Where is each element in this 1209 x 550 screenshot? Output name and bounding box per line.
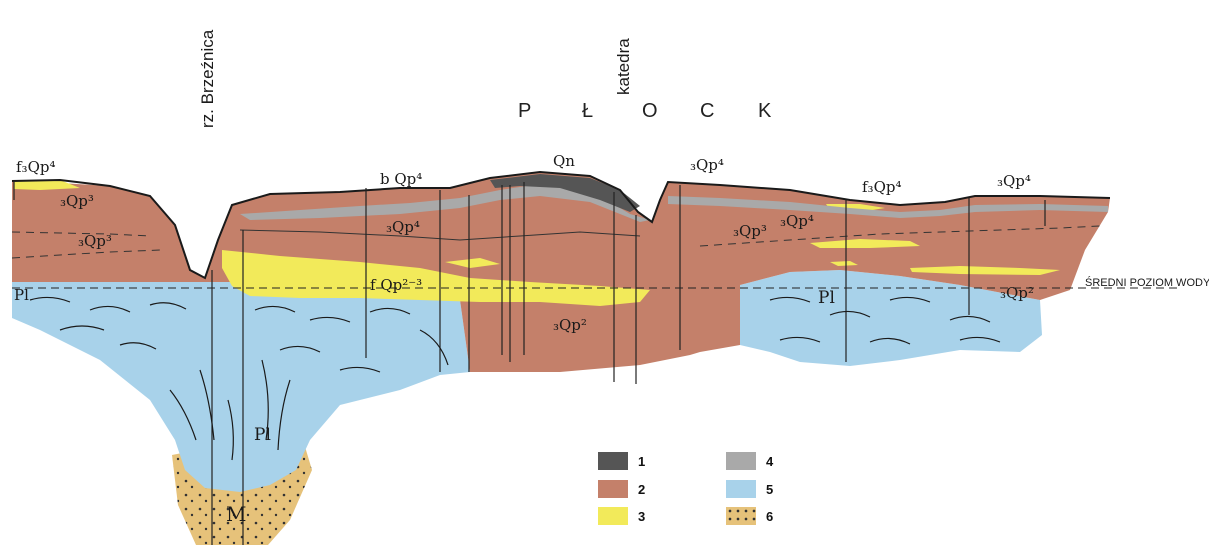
- legend-number: 5: [766, 482, 773, 497]
- legend-number: 6: [766, 509, 773, 524]
- legend-swatch-3: [598, 507, 628, 525]
- unit-label: Pl: [818, 288, 835, 308]
- unit-label: f Qp²⁻³: [370, 276, 422, 294]
- cathedral-label: katedra: [614, 38, 634, 95]
- unit-label: f₃Qp⁴: [16, 158, 55, 176]
- title-letter: C: [700, 100, 714, 123]
- unit-label: f₃Qp⁴: [862, 178, 901, 196]
- legend-number: 3: [638, 509, 645, 524]
- title-letter: P: [518, 100, 531, 123]
- water-level-label: ŚREDNI POZIOM WODY: [1085, 277, 1209, 289]
- legend-swatch-4: [726, 452, 756, 470]
- unit-label: Pl: [14, 286, 29, 304]
- title-letter: Ł: [582, 100, 593, 123]
- unit-label: ₃Qp²: [1000, 284, 1034, 302]
- unit-label: ₃Qp⁴: [690, 156, 724, 174]
- legend-swatch-6: [726, 507, 756, 525]
- pliocene-layer-left: [12, 282, 470, 492]
- legend-number: 2: [638, 482, 645, 497]
- legend-swatch-2: [598, 480, 628, 498]
- unit-label: ₃Qp⁴: [997, 172, 1031, 190]
- unit-label: ₃Qp³: [78, 232, 112, 250]
- unit-label: ₃Qp²: [553, 316, 587, 334]
- legend-swatch-5: [726, 480, 756, 498]
- unit-label: M: [226, 502, 246, 526]
- unit-label: Pl: [254, 425, 271, 445]
- legend-number: 1: [638, 454, 645, 469]
- title-letter: O: [642, 100, 658, 123]
- unit-label: ₃Qp³: [60, 192, 94, 210]
- unit-label: b Qp⁴: [380, 170, 422, 188]
- unit-label: ₃Qp³: [733, 222, 767, 240]
- unit-label: ₃Qp⁴: [780, 212, 814, 230]
- legend-swatch-1: [598, 452, 628, 470]
- legend-number: 4: [766, 454, 773, 469]
- unit-label: Qn: [553, 152, 575, 170]
- unit-label: ₃Qp⁴: [386, 218, 420, 236]
- title-letter: K: [758, 100, 771, 123]
- river-label: rz. Brzeźnica: [198, 30, 218, 128]
